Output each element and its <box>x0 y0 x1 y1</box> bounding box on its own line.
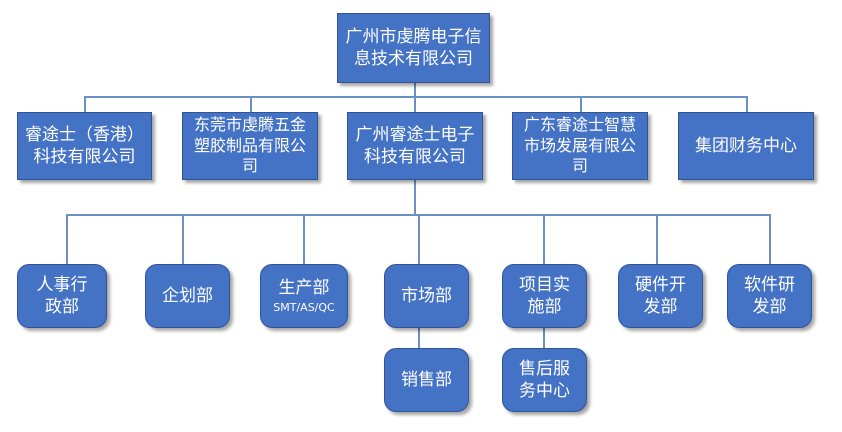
company-label-line1: 东莞市虔腾五金 <box>193 114 306 134</box>
connector-company-3 <box>414 96 416 112</box>
connector-dept-4 <box>418 214 420 264</box>
connector-dept-7 <box>769 214 771 264</box>
dept-marketing-node: 市场部 <box>384 264 469 328</box>
company-label-line1: 广东睿途士智慧 <box>523 114 636 134</box>
connector-dept-3 <box>303 214 305 264</box>
subdept-label-line1: 售后服 <box>519 358 570 379</box>
company-label-line2: 市场发展有限公 <box>523 135 636 155</box>
connector-root-down <box>414 83 416 97</box>
connector-aftersales <box>543 328 545 348</box>
connector-dept-6 <box>656 214 658 264</box>
dept-label-line2: 政部 <box>45 297 79 317</box>
dept-label-line1: 软件研 <box>744 274 795 295</box>
root-label-line1: 广州市虔腾电子信 <box>345 26 482 47</box>
connector-dept-5 <box>543 214 545 264</box>
connector-company-5 <box>746 96 748 112</box>
dept-label-line1: 硬件开 <box>635 274 686 295</box>
company-label-line2: 科技有限公司 <box>364 147 466 167</box>
dept-label-line2: 发部 <box>752 297 787 317</box>
connector-company-4 <box>580 96 582 112</box>
company-hk-node: 睿途士（香港） 科技有限公司 <box>17 112 152 180</box>
subdept-sales-node: 销售部 <box>384 348 469 412</box>
company-dongguan-node: 东莞市虔腾五金 塑胶制品有限公 司 <box>182 112 318 180</box>
dept-label-line1: 人事行 <box>36 274 88 295</box>
company-label-line1: 睿途士（香港） <box>25 124 144 145</box>
dept-label-line1: 企划部 <box>162 285 213 306</box>
dept-hr-node: 人事行 政部 <box>17 264 107 328</box>
dept-label-line1: 生产部 <box>278 278 330 299</box>
subdept-label-line2: 务中心 <box>519 381 570 401</box>
company-label-line2: 科技有限公司 <box>33 147 136 167</box>
company-label-line3: 司 <box>241 156 258 176</box>
company-guangdong-node: 广东睿途士智慧 市场发展有限公 司 <box>512 112 648 180</box>
root-label-line2: 息技术有限公司 <box>354 49 473 69</box>
dept-label-sub: SMT/AS/QC <box>273 301 335 315</box>
dept-label-line1: 项目实 <box>519 274 570 295</box>
subdept-label-line1: 销售部 <box>401 369 452 390</box>
connector-company-1 <box>84 96 86 112</box>
dept-software-node: 软件研 发部 <box>727 264 812 328</box>
dept-planning-node: 企划部 <box>145 264 230 328</box>
company-label-line2: 塑胶制品有限公 <box>193 135 306 155</box>
connector-dept-1 <box>66 214 68 264</box>
dept-hardware-node: 硬件开 发部 <box>618 264 703 328</box>
subdept-aftersales-node: 售后服 务中心 <box>502 348 587 412</box>
connector-sales <box>418 328 420 348</box>
connector-company3-down <box>414 180 416 215</box>
root-node: 广州市虔腾电子信 息技术有限公司 <box>337 13 490 83</box>
connector-company-2 <box>250 96 252 112</box>
dept-label-line2: 施部 <box>527 297 562 317</box>
dept-production-node: 生产部 SMT/AS/QC <box>260 264 348 328</box>
company-finance-node: 集团财务中心 <box>678 112 814 180</box>
dept-label-line2: 发部 <box>643 297 678 317</box>
company-label-line1: 广州睿途士电子 <box>355 124 475 145</box>
company-guangzhou-node: 广州睿途士电子 科技有限公司 <box>347 112 483 180</box>
dept-project-node: 项目实 施部 <box>502 264 587 328</box>
connector-company-bus <box>84 96 748 98</box>
company-label-line3: 司 <box>571 156 588 176</box>
dept-label-line1: 市场部 <box>401 285 452 306</box>
company-label-line1: 集团财务中心 <box>695 135 797 156</box>
connector-dept-2 <box>182 214 184 264</box>
